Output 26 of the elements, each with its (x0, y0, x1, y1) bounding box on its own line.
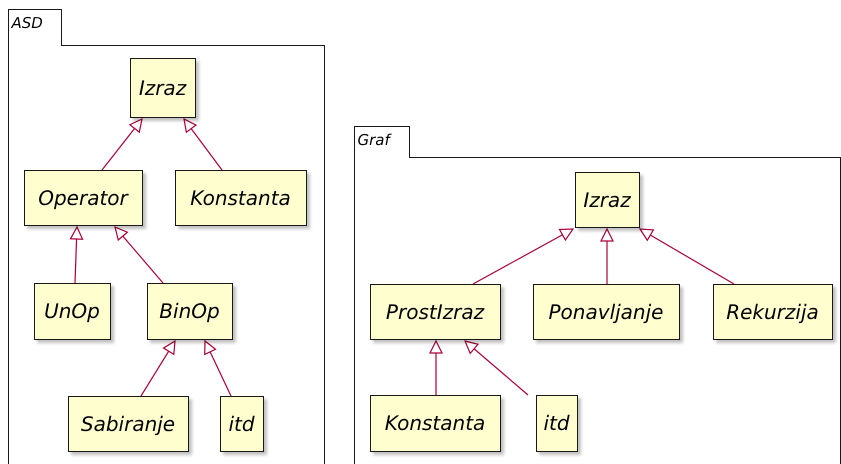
package-name: ASD (8, 9, 62, 46)
inheritance-arrow (639, 228, 734, 285)
class-box: ProstIzraz (370, 284, 500, 340)
class-box: UnOp (34, 282, 110, 340)
inheritance-arrow (429, 340, 443, 395)
package-name: Graf (354, 126, 410, 158)
class-box: Konstanta (174, 170, 306, 226)
class-box: BinOp (146, 282, 232, 340)
inheritance-arrow (114, 226, 164, 284)
inheritance-arrow (472, 228, 574, 285)
class-box: Sabiranje (68, 396, 188, 452)
class-box: Operator (24, 170, 142, 226)
class-box: Izraz (574, 172, 640, 228)
inheritance-arrow (102, 118, 143, 170)
inheritance-arrow (464, 340, 528, 396)
class-box: Ponavljanje (532, 284, 680, 340)
class-box: Rekurzija (712, 284, 832, 340)
inheritance-arrow (204, 340, 232, 396)
inheritance-arrow (600, 228, 614, 284)
class-box: Izraz (130, 58, 196, 118)
inheritance-arrow (140, 340, 176, 396)
inheritance-arrow (183, 118, 222, 170)
inheritance-arrow (70, 226, 84, 284)
class-box: Konstanta (370, 394, 500, 452)
class-box: itd (220, 396, 264, 452)
class-box: itd (536, 394, 578, 452)
